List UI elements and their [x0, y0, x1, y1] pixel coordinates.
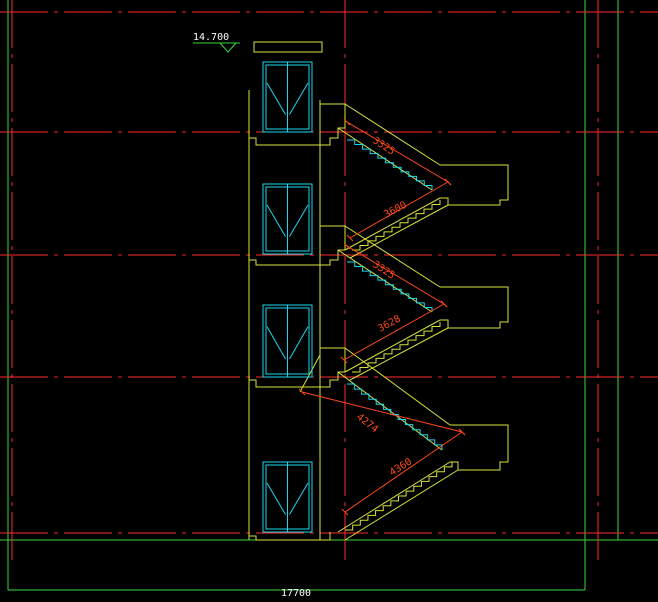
dimension-line: [346, 245, 445, 305]
flight-dimension-label: 4360: [388, 456, 414, 478]
stair-step-profile: [345, 462, 453, 531]
stair-step-profile: [347, 139, 433, 190]
dimension-tick: [343, 242, 351, 250]
door-windows: [262, 61, 313, 533]
axis-grid-lines: [0, 0, 658, 560]
door-leaf-line: [266, 82, 286, 115]
dimension-line: [344, 431, 463, 513]
dimension-line: [343, 303, 445, 361]
level-marker: 14.700: [193, 32, 240, 53]
overall-dimension-label: 17700: [281, 588, 311, 599]
door-leaf-line: [289, 82, 309, 115]
dimension-tick: [343, 118, 351, 126]
dimension-line: [346, 121, 449, 183]
door-leaf-line: [266, 204, 286, 237]
dimension-tick: [444, 178, 452, 186]
dimension-lines: [298, 118, 466, 516]
door-leaf-line: [266, 482, 286, 515]
stair-step-profile: [352, 322, 441, 373]
dimension-line: [301, 391, 463, 433]
dimension-tick: [341, 508, 349, 516]
dimension-tick: [346, 234, 354, 242]
door-leaf-line: [289, 482, 309, 515]
stair-step-profile: [352, 200, 441, 251]
flight-dimension-label: 4274: [354, 412, 380, 436]
wall-outline: [248, 41, 509, 541]
level-mark-label: 14.700: [193, 32, 229, 43]
door-leaf-line: [289, 204, 309, 237]
dimension-tick: [440, 300, 448, 308]
overall-dimension: 17700: [8, 588, 585, 599]
dimension-line: [349, 181, 449, 239]
flight-dimension-label: 3325: [370, 135, 396, 157]
door-leaf-line: [266, 326, 286, 360]
flight-dimension-label: 3325: [370, 259, 396, 281]
door-leaf-line: [289, 326, 309, 360]
flight-dimension-label: 3628: [376, 314, 402, 335]
stair-step-profile: [347, 383, 443, 450]
dimension-tick: [340, 356, 348, 364]
dimension-tick: [458, 428, 466, 436]
stair-step-profile: [347, 261, 433, 312]
stair-steps: [345, 139, 453, 531]
dimension-tick: [298, 388, 306, 396]
